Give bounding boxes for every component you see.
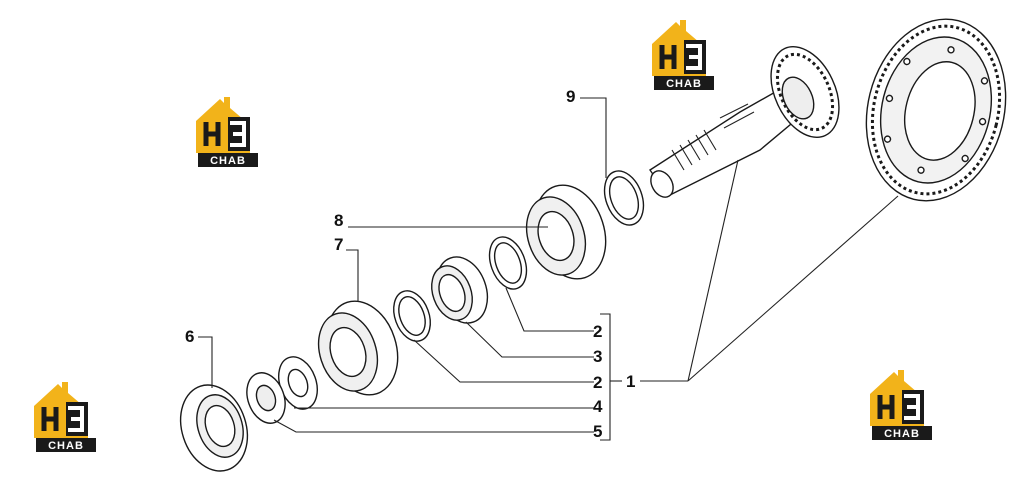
callout-7: 7 — [334, 235, 343, 254]
callout-1: 1 — [626, 372, 635, 391]
brand-logo: CHAB — [34, 382, 96, 452]
ring-2-lower — [393, 290, 431, 342]
callout-2-lower: 2 — [593, 373, 602, 392]
brand-logo: CHAB — [870, 370, 932, 440]
callout-9: 9 — [566, 87, 575, 106]
nut-5 — [246, 372, 286, 424]
logo-caption: CHAB — [48, 440, 84, 452]
callout-8: 8 — [334, 211, 343, 230]
callout-3: 3 — [593, 347, 602, 366]
callout-5: 5 — [593, 422, 602, 441]
bearing-7 — [317, 300, 399, 396]
brand-logo: CHAB — [196, 97, 258, 167]
brand-logo: CHAB — [652, 20, 714, 90]
callout-6: 6 — [185, 327, 194, 346]
logo-caption: CHAB — [210, 155, 246, 167]
logo-caption: CHAB — [666, 78, 702, 90]
bearing-8 — [525, 184, 607, 280]
shim-ring-9 — [603, 170, 645, 226]
spacer-sleeve-3 — [431, 256, 489, 324]
ring-gear — [865, 18, 1007, 202]
pinion-shaft — [649, 45, 840, 198]
logo-caption: CHAB — [884, 428, 920, 440]
callout-2-upper: 2 — [593, 322, 602, 341]
leader-lines — [198, 97, 899, 441]
flange-6 — [179, 384, 249, 472]
ring-2-upper — [488, 236, 528, 290]
callout-4: 4 — [593, 397, 603, 416]
